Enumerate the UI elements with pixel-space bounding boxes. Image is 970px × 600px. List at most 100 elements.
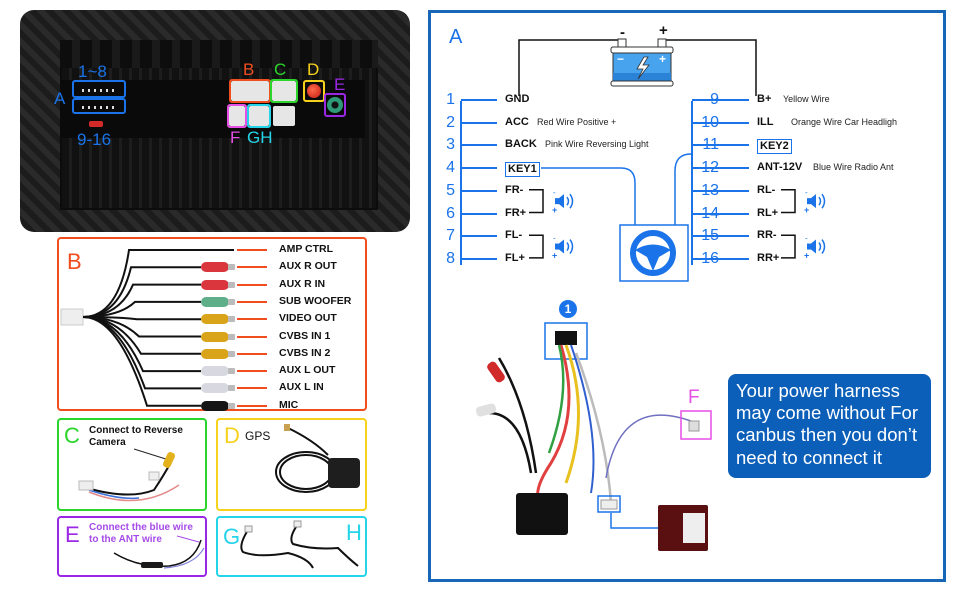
- svg-text:+: +: [552, 205, 557, 215]
- pin-name: ACC: [505, 115, 529, 128]
- plug-g: [244, 525, 253, 533]
- cable-wire: [82, 249, 234, 318]
- cable-pointer-line: [237, 370, 267, 373]
- cable-label: AUX R IN: [279, 277, 326, 290]
- pin-line: [461, 121, 497, 124]
- highlight-b: [229, 79, 271, 103]
- pin-number: 4: [446, 159, 455, 177]
- speaker-link: [529, 234, 544, 259]
- svg-text:+: +: [804, 251, 809, 261]
- pin-name: ANT-12V: [757, 161, 803, 174]
- label-e: E: [334, 75, 346, 94]
- pin-line: [692, 257, 749, 260]
- vent-bar: [60, 40, 378, 68]
- panel-h-letter: H: [346, 520, 362, 545]
- label-a: A: [54, 89, 66, 108]
- cable-wire: [82, 316, 201, 338]
- pin-row: [82, 89, 118, 92]
- pin-name: RL-: [757, 183, 776, 196]
- gps-puck: [328, 458, 360, 488]
- pin-line: [461, 189, 497, 192]
- pin-line: [692, 99, 749, 101]
- connector-c: [272, 81, 296, 101]
- label-d: D: [307, 60, 320, 79]
- label-c: C: [274, 60, 287, 79]
- pointer-arrow: [176, 535, 200, 543]
- label-b: B: [243, 60, 255, 79]
- cable-pointer-line: [237, 352, 267, 355]
- cable-label: CVBS IN 1: [279, 329, 331, 342]
- cable-wire: [82, 300, 201, 318]
- pin-line: [692, 167, 749, 170]
- panel-g-letter: G: [223, 524, 241, 549]
- pin-line: [692, 144, 749, 147]
- pin-description: Orange Wire Car Headligh: [791, 116, 898, 127]
- battery-plus-terminal: +: [659, 22, 668, 39]
- battery-icon: [610, 38, 674, 87]
- cable-label: AUX L IN: [279, 381, 324, 394]
- cable-pointer-line: [237, 404, 267, 407]
- harness-f-label: F: [688, 387, 700, 408]
- canbus-info-note: Your power harness may come without For …: [728, 374, 931, 478]
- speaker-icon: - +: [804, 234, 826, 261]
- rca-plug-red: [201, 279, 235, 290]
- panel-c-letter: C: [64, 423, 80, 448]
- rca-plug-white: [201, 366, 235, 377]
- cable-wire: [82, 316, 201, 390]
- pin-name: RL+: [757, 206, 779, 219]
- svg-text:-: -: [553, 188, 556, 197]
- svg-text:-: -: [805, 188, 808, 197]
- pin-line: [461, 167, 497, 170]
- pin-name: FL+: [505, 251, 525, 264]
- pin-name: KEY1: [505, 162, 540, 178]
- pin-line: [461, 144, 497, 147]
- highlight-gh: [247, 104, 271, 128]
- rca-plug-yellow: [201, 331, 235, 342]
- pin-name: GND: [505, 93, 530, 105]
- svg-text:+: +: [804, 205, 809, 215]
- speaker-link: [781, 189, 796, 214]
- pin-name: FR+: [505, 206, 527, 219]
- highlight-e: [324, 93, 346, 117]
- pin-line: [461, 257, 497, 260]
- pin-line: [461, 235, 497, 238]
- rca-plug-red: [201, 262, 235, 273]
- panel-e-antenna-adapter: E Connect the blue wire to the ANT wire: [57, 516, 207, 577]
- cable-pointer-line: [237, 387, 267, 390]
- panel-d-letter: D: [224, 423, 240, 448]
- pin-number: 5: [446, 181, 455, 199]
- cable-label: SUB WOOFER: [279, 294, 352, 307]
- cable-pointer-line: [237, 300, 267, 303]
- rca-cable-drawing: [60, 249, 234, 407]
- plug-h: [293, 520, 302, 528]
- connector-plug: [78, 480, 94, 491]
- harness-badge-1: 1: [559, 300, 577, 318]
- pin-name: B+: [757, 93, 772, 105]
- label-pins-9-16: 9-16: [77, 130, 112, 149]
- pin-name: BACK: [505, 138, 537, 151]
- speaker-link: [529, 189, 544, 214]
- connector-b: [231, 81, 269, 101]
- pin-number: 6: [446, 204, 455, 222]
- pin-number: 1: [446, 91, 455, 108]
- pin-name: RR+: [757, 251, 780, 264]
- cable-wire: [82, 266, 201, 318]
- speaker-icon: - +: [804, 188, 826, 215]
- panel-d-gps: D GPS: [216, 418, 367, 511]
- speaker-icon: - +: [552, 234, 574, 261]
- highlight-a-bottom: [72, 98, 126, 114]
- pinout-diagram-a: A: [428, 10, 946, 582]
- battery-minus-sign: −: [617, 52, 625, 66]
- sma-connector: [284, 424, 290, 431]
- rca-plug-black: [201, 400, 235, 411]
- pin-name: KEY2: [757, 139, 792, 155]
- fuse: [89, 121, 103, 127]
- connector-gh: [249, 106, 269, 126]
- rca-yellow-plug: [162, 452, 176, 468]
- highlight-c: [270, 79, 298, 103]
- label-f: F: [230, 128, 241, 147]
- pin-line: [461, 212, 497, 215]
- antenna-adapter-drawing: [113, 535, 205, 569]
- connector-d-gps: [307, 84, 321, 98]
